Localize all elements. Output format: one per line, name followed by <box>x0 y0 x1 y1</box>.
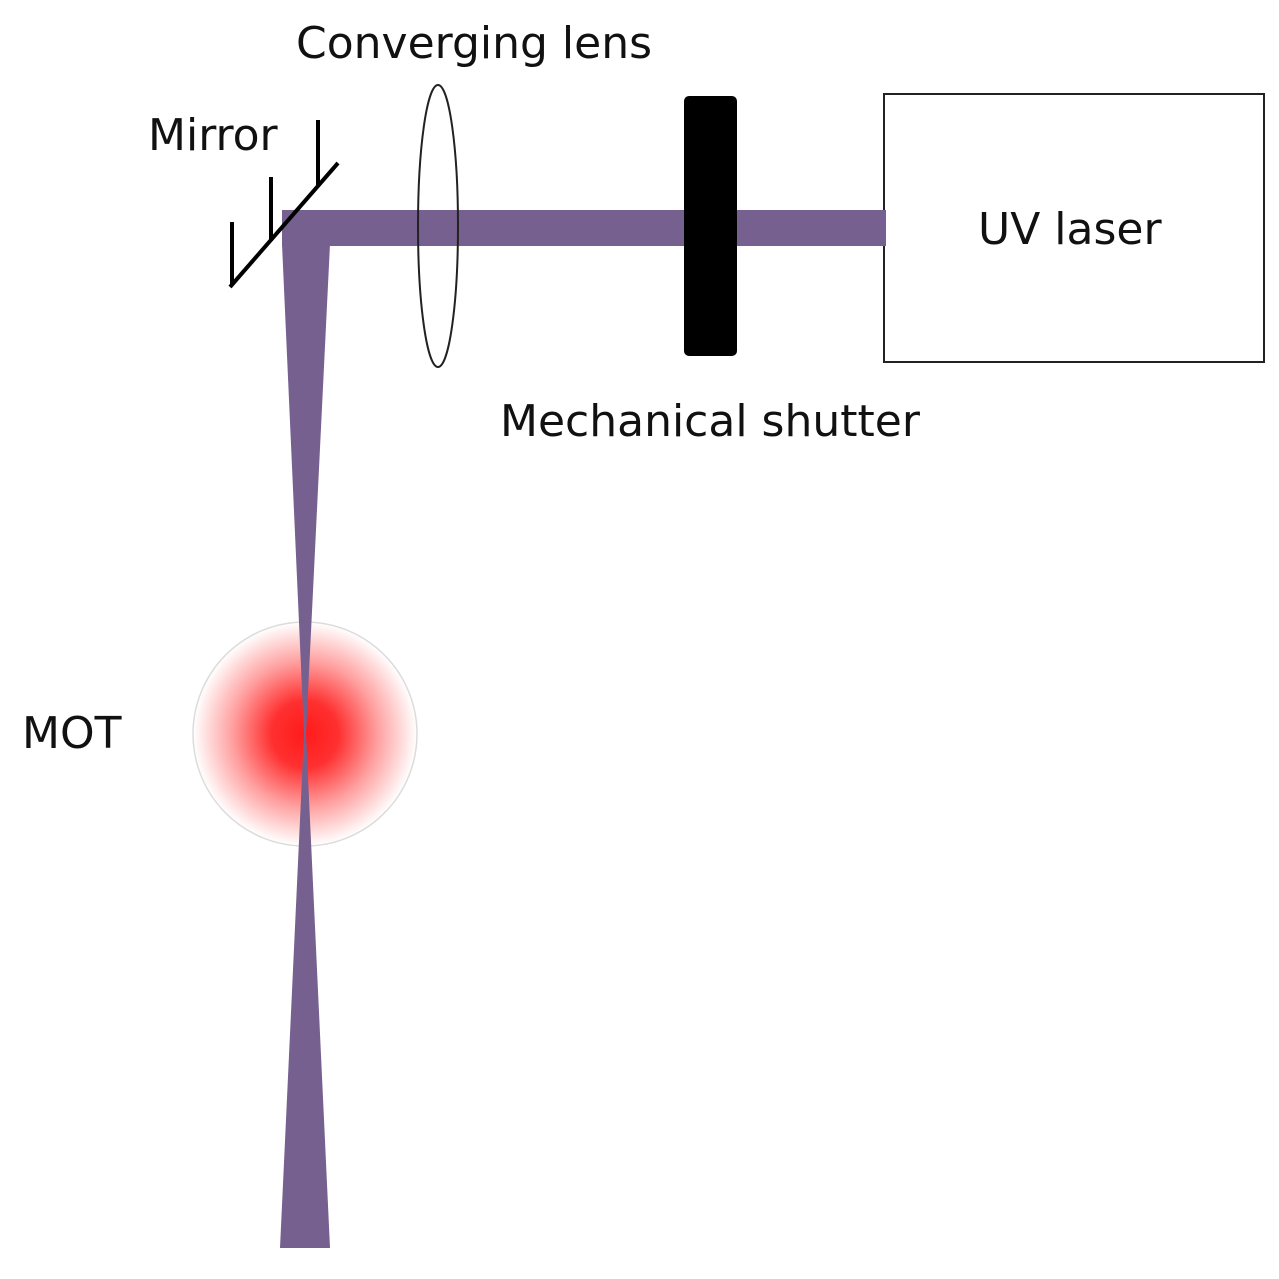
uv-laser-box <box>883 93 1265 363</box>
mirror <box>228 120 340 289</box>
mirror-label: Mirror <box>148 110 278 161</box>
converging-lens-label: Converging lens <box>296 18 653 69</box>
mechanical-shutter <box>684 96 737 356</box>
converging-lens <box>417 84 459 368</box>
mot-label: MOT <box>22 708 122 759</box>
mechanical-shutter-label: Mechanical shutter <box>500 396 920 447</box>
uv-laser-label: UV laser <box>978 204 1162 255</box>
horizontal-laser-beam <box>282 210 886 246</box>
vertical-focused-beam <box>280 244 330 1248</box>
